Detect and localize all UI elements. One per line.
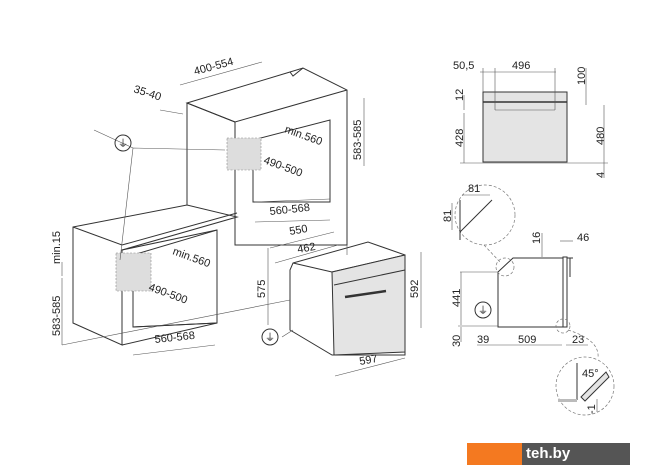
dim-oven-height: 592 bbox=[409, 280, 421, 298]
dim-side-back: 39 bbox=[477, 334, 489, 346]
dim-chamfer-h: 81 bbox=[442, 210, 454, 222]
dim-front-right-height: 480 bbox=[595, 127, 607, 145]
watermark-logo: teh.by bbox=[467, 443, 630, 465]
dim-chamfer-w: 81 bbox=[468, 183, 480, 195]
dim-upper-setback: 35-40 bbox=[132, 83, 162, 103]
front-view: 50,5 496 100 12 428 480 4 bbox=[453, 60, 608, 178]
dim-upper-depth: 400-554 bbox=[193, 56, 235, 78]
plug-icon: ⏚ bbox=[114, 134, 132, 152]
angle-detail: 45° -1 bbox=[555, 356, 615, 416]
dim-angle: 45° bbox=[582, 368, 599, 380]
plug-icon: ⏚ bbox=[474, 301, 492, 319]
dim-front-window-height: 428 bbox=[454, 129, 466, 147]
side-view: 16 46 441 30 39 509 23 bbox=[451, 232, 599, 359]
dim-oven-body-height: 575 bbox=[256, 280, 268, 298]
upper-cabinet bbox=[185, 67, 348, 246]
plug-icon: ⏚ bbox=[261, 328, 279, 346]
dim-upper-niche-width: 560-568 bbox=[269, 202, 310, 218]
oven bbox=[289, 241, 406, 356]
logo-text: teh.by bbox=[522, 443, 630, 465]
socket-area bbox=[226, 137, 262, 171]
socket-area bbox=[115, 252, 152, 292]
dim-side-depth: 509 bbox=[518, 334, 536, 346]
dim-front-bottom: 4 bbox=[595, 172, 607, 178]
dim-front-top: 100 bbox=[576, 67, 588, 85]
dim-upper-height: 583-585 bbox=[352, 120, 364, 160]
svg-text:⏚: ⏚ bbox=[265, 332, 275, 344]
dim-oven-depth-total: 550 bbox=[288, 223, 308, 238]
dim-lower-height: 583-585 bbox=[51, 296, 63, 336]
dim-offset: -1 bbox=[586, 404, 598, 414]
svg-text:⏚: ⏚ bbox=[478, 305, 488, 317]
svg-text:⏚: ⏚ bbox=[118, 138, 128, 150]
dim-side-front: 23 bbox=[572, 334, 584, 346]
dim-front-left: 50,5 bbox=[453, 60, 474, 72]
dim-side-top: 16 bbox=[531, 232, 543, 244]
dim-side-height: 441 bbox=[451, 289, 463, 307]
dim-front-window-width: 496 bbox=[512, 60, 530, 72]
dim-lower-gap: min.15 bbox=[51, 231, 63, 264]
chamfer-detail: 81 81 bbox=[442, 183, 516, 263]
dim-oven-depth-body: 462 bbox=[296, 241, 316, 256]
dim-side-door: 46 bbox=[577, 232, 589, 244]
logo-orange-block bbox=[467, 443, 522, 465]
dim-front-gap: 12 bbox=[454, 89, 466, 101]
lower-cabinet bbox=[72, 204, 239, 346]
dim-oven-width: 597 bbox=[358, 353, 378, 368]
dim-side-bottom: 30 bbox=[451, 335, 463, 347]
dim-lower-niche-width: 560-568 bbox=[154, 330, 195, 346]
